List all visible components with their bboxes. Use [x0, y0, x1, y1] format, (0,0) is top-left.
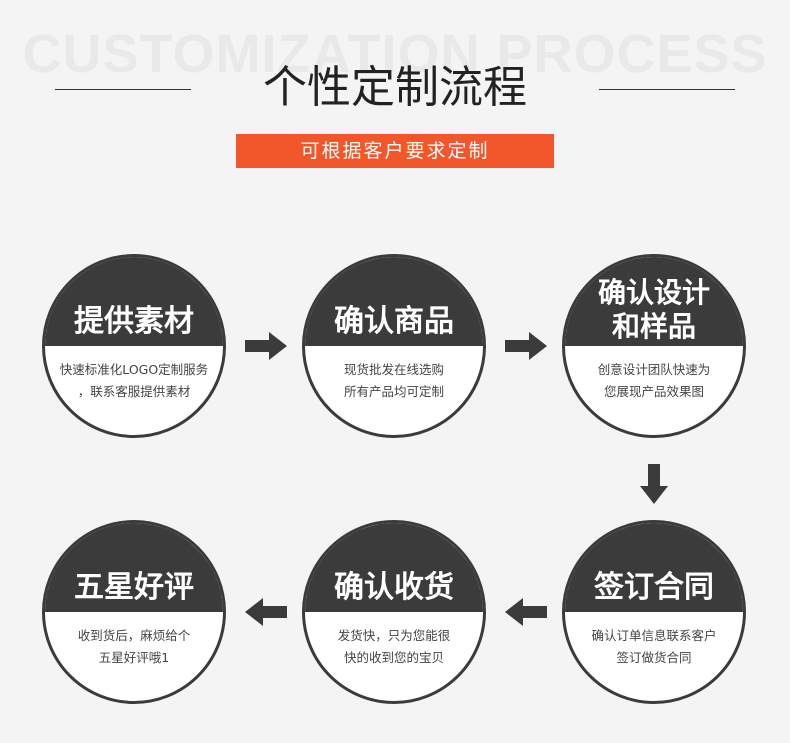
arrow-left-icon	[505, 598, 547, 626]
step-description: 快速标准化LOGO定制服务 ，联系客服提供素材	[59, 362, 209, 399]
step-description: 发货快，只为您能很 快的收到您的宝贝	[337, 628, 451, 665]
step-title: 确认收货	[334, 570, 454, 605]
watermark-text: CUSTOMIZATION PROCESS	[22, 24, 768, 84]
step-description: 创意设计团队快速为 您展现产品效果图	[597, 362, 711, 399]
title-divider-left	[55, 89, 191, 90]
arrow-right-icon	[245, 332, 287, 360]
step-title: 签订合同	[594, 570, 714, 605]
step-title: 提供素材	[74, 304, 194, 339]
title-divider-right	[599, 89, 735, 90]
step-five-star-review: 五星好评 收到货后，麻烦给个 五星好评哦1	[42, 520, 226, 704]
step-confirm-receipt: 确认收货 发货快，只为您能很 快的收到您的宝贝	[302, 520, 486, 704]
arrow-right-icon	[505, 332, 547, 360]
subtitle-banner: 可根据客户要求定制	[236, 134, 554, 168]
step-confirm-product: 确认商品 现货批发在线选购 所有产品均可定制	[302, 254, 486, 438]
page-title: 个性定制流程	[263, 62, 527, 113]
step-confirm-design: 确认设计 和样品 创意设计团队快速为 您展现产品效果图	[562, 254, 746, 438]
step-title: 五星好评	[74, 570, 194, 605]
step-provide-materials: 提供素材 快速标准化LOGO定制服务 ，联系客服提供素材	[42, 254, 226, 438]
step-description: 现货批发在线选购 所有产品均可定制	[343, 362, 444, 399]
step-title: 确认商品	[334, 304, 454, 339]
step-title: 确认设计 和样品	[597, 276, 710, 343]
step-description: 收到货后，麻烦给个 五星好评哦1	[77, 628, 191, 665]
step-sign-contract: 签订合同 确认订单信息联系客户 签订做货合同	[562, 520, 746, 704]
arrow-left-icon	[245, 598, 287, 626]
step-description: 确认订单信息联系客户 签订做货合同	[591, 628, 717, 665]
arrow-down-icon	[640, 464, 668, 504]
